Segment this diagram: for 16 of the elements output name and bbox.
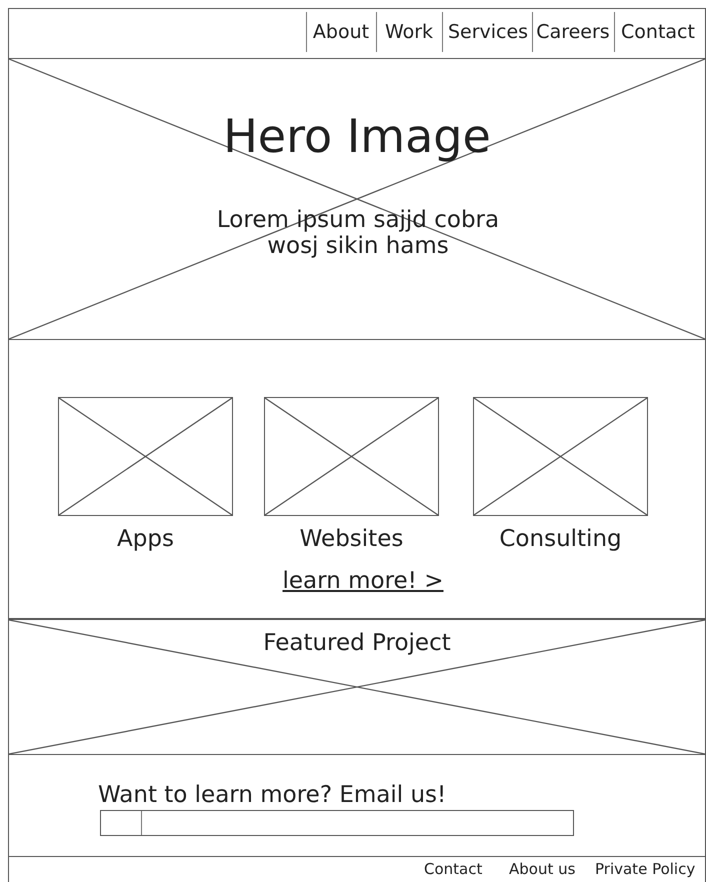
nav-link: Careers: [532, 12, 613, 52]
nav-link: Services: [442, 12, 533, 52]
nav-link: Work: [376, 12, 441, 52]
footer-link: Private Policy: [595, 860, 696, 878]
category-caption: Apps: [116, 526, 175, 552]
footer-link: Contact: [424, 860, 482, 878]
nav-link: Contact: [614, 12, 701, 52]
hero-title: Hero Image: [222, 109, 492, 163]
email-input-field: [100, 810, 574, 836]
nav-link: About: [306, 12, 375, 52]
section-title: Featured Project: [262, 630, 452, 656]
email-prompt: Want to learn more? Email us!: [98, 782, 446, 808]
footer-link: About us: [509, 860, 576, 878]
category-caption: Websites: [298, 526, 404, 552]
learn-more-link: learn more! >: [282, 568, 444, 594]
category-caption: Consulting: [498, 526, 623, 552]
